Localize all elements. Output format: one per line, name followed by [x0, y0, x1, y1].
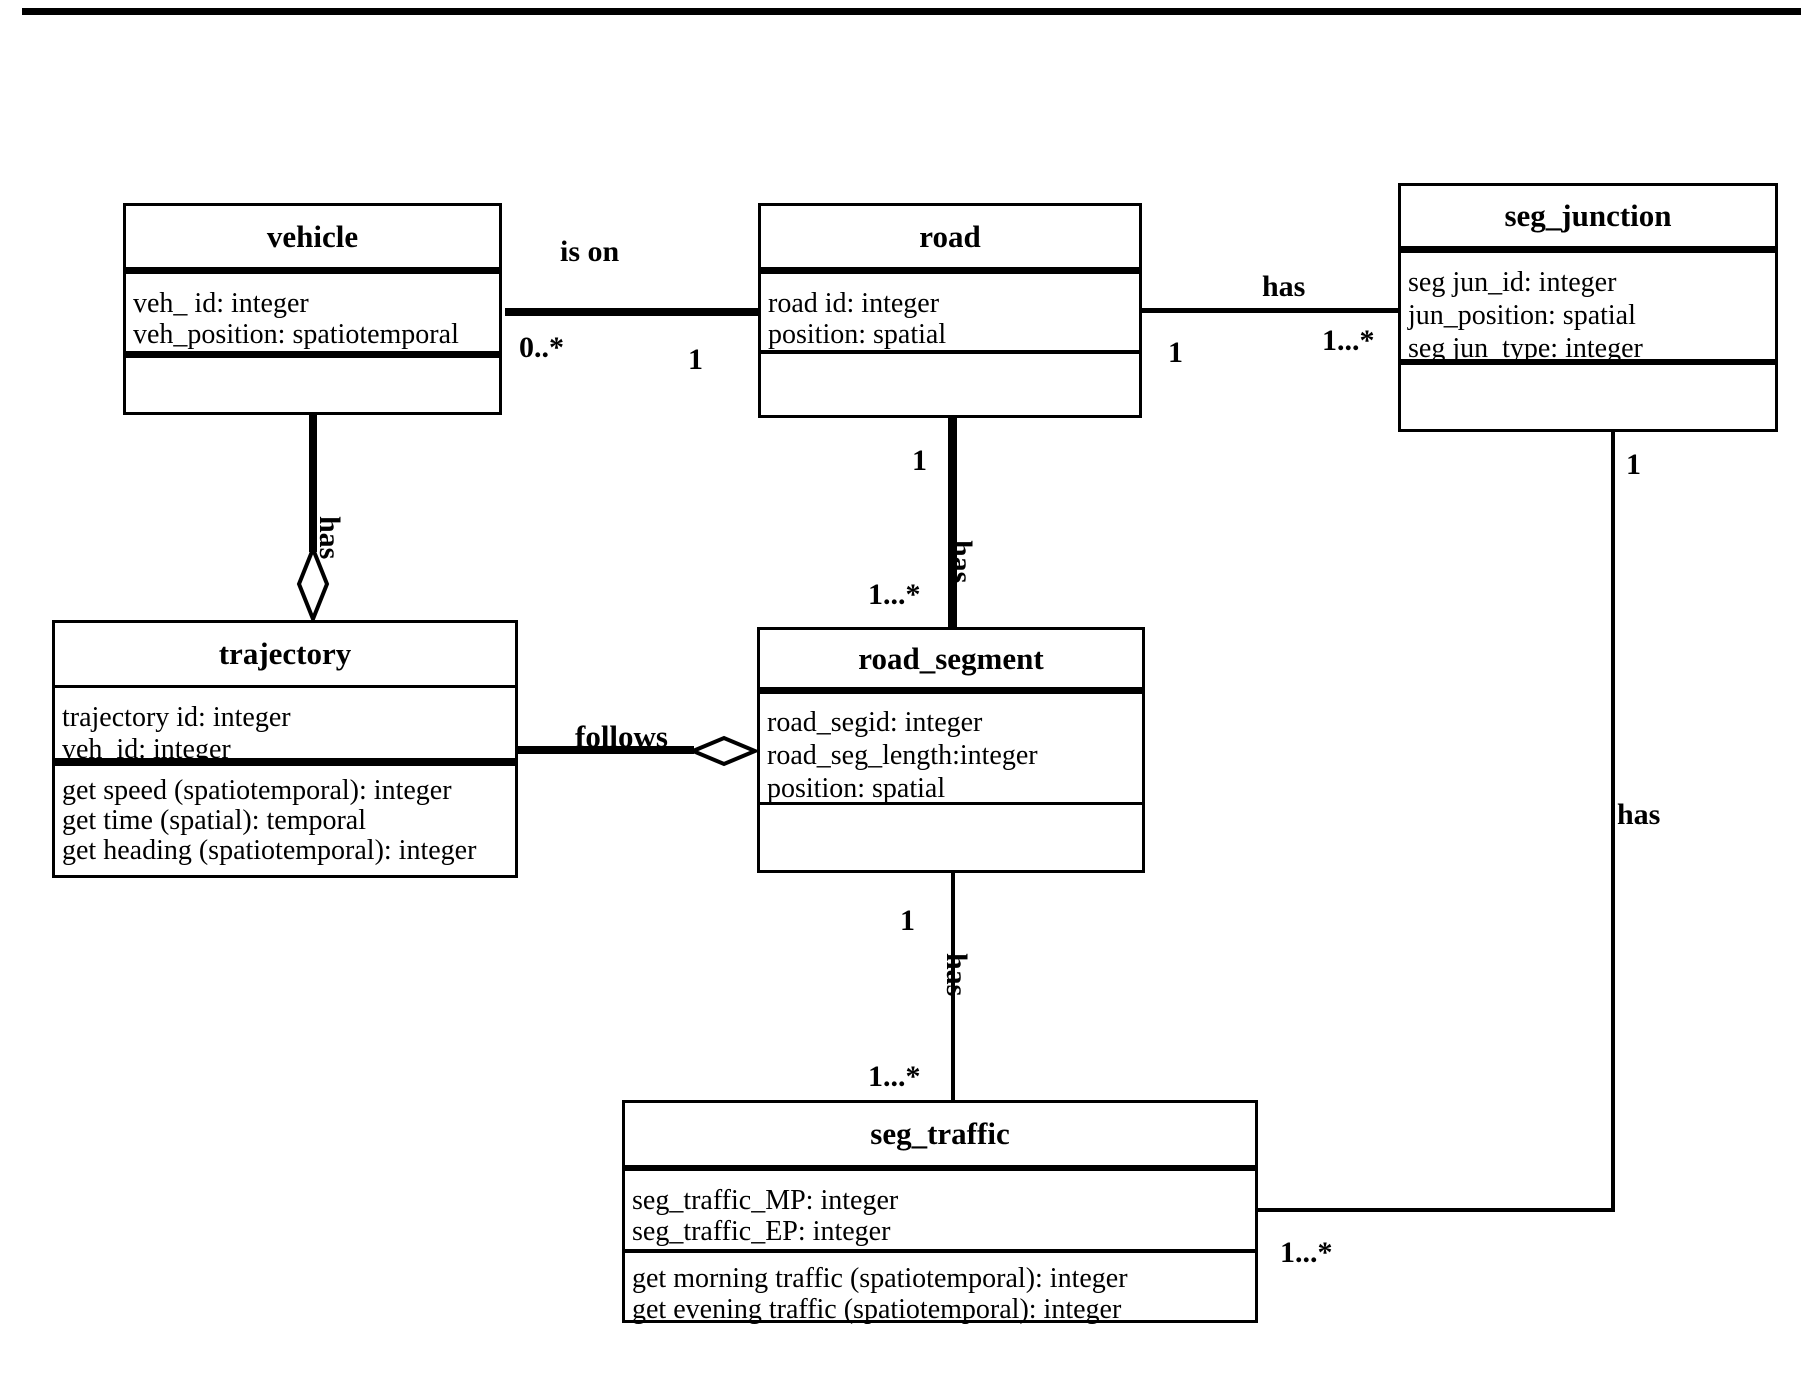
class-title-seg-junction: seg_junction	[1401, 186, 1775, 253]
multiplicity-junction-side-traffic: 1	[1626, 448, 1641, 481]
method-row: get heading (spatiotemporal): integer	[62, 835, 477, 866]
attribute-row: road_segid: integer	[767, 707, 983, 738]
multiplicity-road-side-junction: 1	[1168, 336, 1183, 369]
attributes-seg-junction: seg jun_id: integer jun_position: spatia…	[1401, 253, 1775, 365]
class-title-seg-traffic: seg_traffic	[625, 1103, 1255, 1171]
methods-road-empty	[761, 354, 1139, 415]
page-top-rule	[22, 8, 1801, 15]
aggregation-diamond-icon	[690, 735, 758, 767]
attribute-row: road id: integer	[768, 288, 940, 319]
class-box-seg-traffic: seg_traffic seg_traffic_MP: integer seg_…	[622, 1100, 1258, 1325]
attribute-row: seg jun_id: integer	[1408, 267, 1617, 298]
relationship-label-has-road-junction: has	[1262, 270, 1306, 303]
attribute-row: seg_traffic_MP: integer	[632, 1185, 899, 1216]
class-box-seg-junction: seg_junction seg jun_id: integer jun_pos…	[1398, 183, 1778, 432]
attributes-road: road id: integer position: spatial	[761, 274, 1139, 354]
multiplicity-junction-side: 1...*	[1322, 324, 1375, 357]
connector-trajectory-roadsegment	[518, 746, 694, 754]
methods-road-segment-empty	[760, 805, 1142, 870]
attribute-row: position: spatial	[768, 319, 947, 350]
methods-seg-junction-empty	[1401, 365, 1775, 429]
attribute-row: veh_position: spatiotemporal	[133, 319, 459, 350]
connector-segjunction-segtraffic-horizontal	[1258, 1208, 1615, 1212]
connector-segjunction-segtraffic-vertical	[1611, 432, 1615, 1212]
method-row: get time (spatial): temporal	[62, 805, 367, 836]
class-box-road: road road id: integer position: spatial	[758, 203, 1142, 418]
method-row: get morning traffic (spatiotemporal): in…	[632, 1263, 1128, 1294]
class-box-road-segment: road_segment road_segid: integer road_se…	[757, 627, 1145, 873]
multiplicity-traffic-side-junction: 1...*	[1280, 1236, 1333, 1269]
attribute-row: veh_ id: integer	[133, 288, 309, 319]
attributes-vehicle: veh_ id: integer veh_position: spatiotem…	[126, 274, 499, 358]
multiplicity-vehicle-side: 0..*	[519, 331, 564, 364]
relationship-label-follows: follows	[575, 719, 668, 754]
attribute-row: veh_id: integer	[62, 734, 231, 765]
relationship-label-has-junction-traffic: has	[1617, 798, 1661, 831]
connector-vehicle-trajectory	[309, 415, 317, 552]
multiplicity-road-side-segment: 1	[912, 444, 927, 477]
method-row: get speed (spatiotemporal): integer	[62, 775, 452, 806]
aggregation-diamond-icon	[296, 546, 330, 622]
class-box-vehicle: vehicle veh_ id: integer veh_position: s…	[123, 203, 502, 415]
relationship-label-is-on: is on	[560, 235, 620, 268]
relationship-label-has-vehicle-trajectory: has	[313, 516, 346, 560]
attributes-road-segment: road_segid: integer road_seg_length:inte…	[760, 694, 1142, 805]
class-title-trajectory: trajectory	[55, 623, 515, 688]
attribute-row: trajectory id: integer	[62, 702, 291, 733]
methods-vehicle-empty	[126, 358, 499, 412]
connector-vehicle-road	[505, 308, 758, 316]
attribute-row: road_seg_length:integer	[767, 740, 1038, 771]
connector-road-segjunction	[1142, 308, 1398, 313]
attribute-row: seg_traffic_EP: integer	[632, 1216, 891, 1247]
multiplicity-road-side: 1	[688, 343, 703, 376]
class-title-road: road	[761, 206, 1139, 274]
methods-seg-traffic: get morning traffic (spatiotemporal): in…	[625, 1253, 1255, 1325]
attributes-seg-traffic: seg_traffic_MP: integer seg_traffic_EP: …	[625, 1171, 1255, 1253]
multiplicity-segment-side-road: 1...*	[868, 578, 921, 611]
multiplicity-traffic-side-segment: 1...*	[868, 1060, 921, 1093]
connector-road-roadsegment	[948, 418, 957, 627]
class-box-trajectory: trajectory trajectory id: integer veh_id…	[52, 620, 518, 878]
relationship-label-has-segment-traffic: has	[940, 953, 973, 997]
method-row: get evening traffic (spatiotemporal): in…	[632, 1294, 1122, 1325]
class-title-road-segment: road_segment	[760, 630, 1142, 694]
attribute-row: jun_position: spatial	[1408, 300, 1636, 331]
attribute-row: position: spatial	[767, 773, 946, 804]
connector-roadsegment-segtraffic	[951, 873, 955, 1102]
relationship-label-has-road-segment: has	[945, 540, 978, 584]
attribute-row: seg jun_type: integer	[1408, 333, 1643, 364]
multiplicity-segment-side-traffic: 1	[900, 904, 915, 937]
class-title-vehicle: vehicle	[126, 206, 499, 274]
methods-trajectory: get speed (spatiotemporal): integer get …	[55, 766, 515, 875]
attributes-trajectory: trajectory id: integer veh_id: integer	[55, 688, 515, 766]
